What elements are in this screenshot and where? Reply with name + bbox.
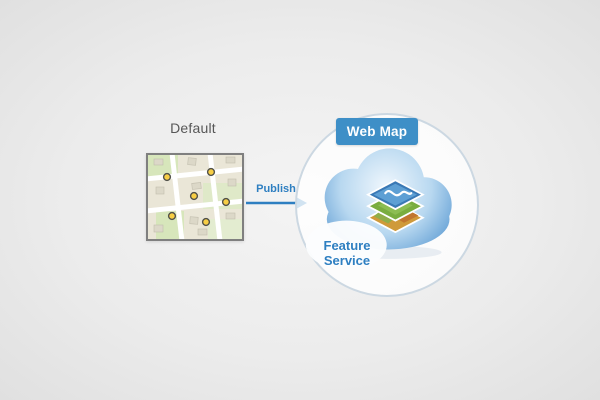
map-point-markers xyxy=(162,167,231,227)
cloud-label-notch xyxy=(305,220,387,266)
feature-service-line1: Feature xyxy=(323,238,371,253)
publish-label: Publish xyxy=(256,183,296,195)
map-thumbnail xyxy=(146,153,244,241)
map-graphic xyxy=(148,155,242,239)
feature-service-line2: Service xyxy=(323,253,371,268)
layers-icon xyxy=(366,179,425,234)
map-roads xyxy=(148,155,242,239)
map-label: Default xyxy=(170,120,216,136)
layer-tile-blue xyxy=(366,179,425,211)
cloud-icon xyxy=(305,148,452,266)
feature-service-label: Feature Service xyxy=(299,238,395,268)
map-buildings xyxy=(153,156,237,236)
river-glyph xyxy=(384,190,413,197)
web-map-badge-label: Web Map xyxy=(346,124,408,139)
web-map-badge: Web Map xyxy=(336,118,418,145)
